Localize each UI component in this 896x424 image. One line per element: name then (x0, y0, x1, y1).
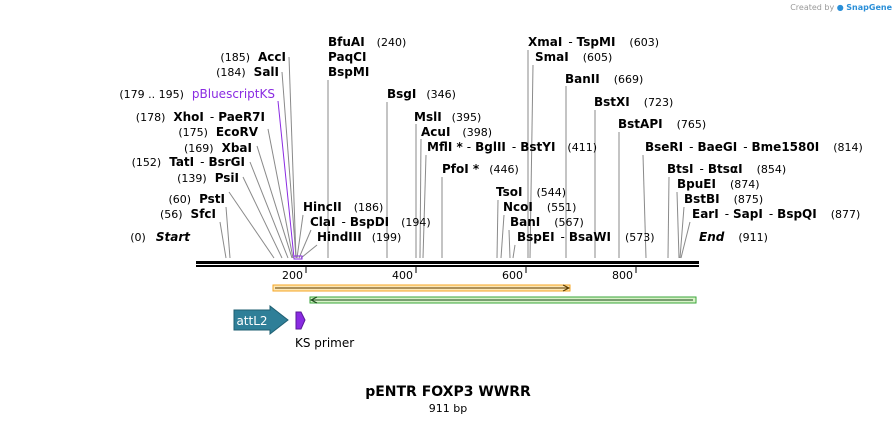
label-hincII: HincII(186) (303, 200, 383, 214)
ks-primer-label: KS primer (295, 336, 354, 350)
label-ncoI: NcoI(551) (503, 200, 576, 214)
label-psiI: (139)PsiI (177, 171, 239, 185)
label-xmaI: XmaI-TspMI(603) (528, 35, 659, 49)
left-enzyme-labels: (185)AccI (184)SalI (179 .. 195)pBluescr… (119, 50, 286, 244)
label-ecoRV: (175)EcoRV (178, 125, 258, 139)
label-bspMI: BspMI (328, 65, 369, 79)
attl2-label: attL2 (236, 314, 267, 328)
sequence-backbone (196, 261, 699, 267)
label-bseRI: BseRI-BaeGI-Bme1580I(814) (645, 140, 863, 154)
snapgene-logo-icon: ● (836, 3, 844, 12)
label-btsI: BtsI-BtsαI(854) (667, 162, 786, 176)
label-banII: BanII(669) (565, 72, 643, 86)
ks-primer-feature: KS primer (295, 311, 354, 350)
label-mflI: MflI *-BglII-BstYI(411) (427, 140, 597, 154)
label-salI: (184)SalI (216, 65, 279, 79)
label-hindIII: HindIII(199) (317, 230, 401, 244)
label-bpuEI: BpuEI(874) (677, 177, 760, 191)
orf-forward (272, 284, 571, 292)
label-tsoI: TsoI(544) (496, 185, 566, 199)
tick-600: 600 (502, 269, 523, 282)
label-mslI: MslI(395) (414, 110, 481, 124)
label-paqCI: PaqCI (328, 50, 366, 64)
tick-800: 800 (612, 269, 633, 282)
label-earI: EarI-SapI-BspQI(877) (692, 207, 860, 221)
label-bstBI: BstBI(875) (684, 192, 763, 206)
snapgene-brand: Created by ● SnapGene (790, 3, 892, 12)
label-xbaI: (169)XbaI (184, 141, 252, 155)
label-acuI: AcuI(398) (421, 125, 492, 139)
leader-lines (219, 50, 691, 259)
label-tatI: (152)TatI-BsrGI (132, 155, 245, 169)
label-sfcI: (56)SfcI (160, 207, 216, 221)
tick-400: 400 (392, 269, 413, 282)
orf-reverse (309, 296, 697, 304)
ks-primer-leader (277, 100, 295, 259)
label-claI: ClaI-BspDI(194) (310, 215, 431, 229)
label-end: End(911) (699, 230, 768, 244)
ks-primer-site (293, 255, 303, 260)
ruler-ticks (305, 267, 637, 273)
brand-prefix: Created by (790, 3, 835, 12)
brand-name: SnapGene (846, 3, 892, 12)
label-start: (0)Start (130, 230, 191, 244)
label-bfuAI: BfuAI(240) (328, 35, 406, 49)
label-bspEI: BspEI-BsaWI(573) (517, 230, 655, 244)
plasmid-length: 911 bp (428, 402, 468, 415)
label-bstAPI: BstAPI(765) (618, 117, 706, 131)
plasmid-title: pENTR FOXP3 WWRR (365, 384, 531, 400)
label-bstXI: BstXI(723) (594, 95, 673, 109)
tick-200: 200 (282, 269, 303, 282)
label-pbluescriptks: (179 .. 195)pBluescriptKS (119, 87, 275, 101)
label-xhoI: (178)XhoI-PaeR7I (136, 110, 265, 124)
label-accI: (185)AccI (220, 50, 286, 64)
right-enzyme-labels: BfuAI(240) PaqCI BspMI BsgI(346) MslI(39… (303, 35, 863, 244)
label-smaI: SmaI(605) (535, 50, 612, 64)
label-pstI: (60)PstI (168, 192, 225, 206)
label-bsgI: BsgI(346) (387, 87, 456, 101)
label-banI: BanI(567) (510, 215, 584, 229)
attl2-feature: attL2 (233, 304, 289, 336)
label-pfoI: PfoI *(446) (442, 162, 519, 176)
